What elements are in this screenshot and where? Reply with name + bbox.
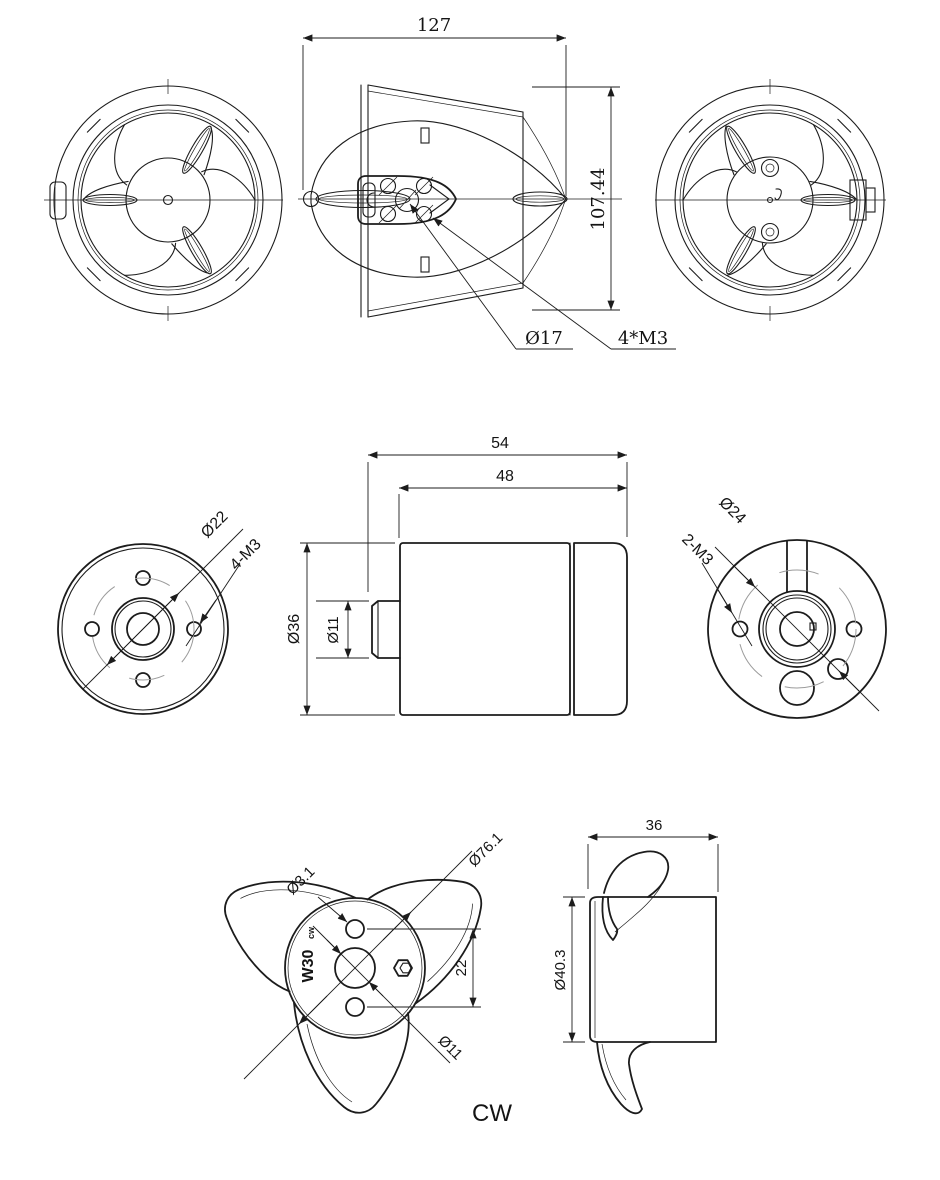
dim-line-prop-diameter — [243, 850, 473, 1080]
dim-overall-height: 107.44 — [588, 168, 609, 231]
motor-rear-face — [707, 539, 887, 719]
dim-body-diameter: Ø36 — [286, 614, 303, 644]
shaft-boss — [371, 600, 401, 659]
propeller-side-view: 36 Ø40.3 — [552, 817, 719, 1115]
motor-body — [399, 542, 571, 716]
dim-hub-diameter: Ø40.3 — [552, 950, 569, 991]
dim-overall-length: 127 — [417, 15, 451, 36]
propeller-blade — [761, 180, 857, 276]
bolt-circle-phantom — [737, 569, 857, 689]
hub-screw — [760, 158, 780, 178]
dim-hub-length: 36 — [646, 817, 663, 834]
motor-face — [57, 543, 229, 715]
prop-hub-side — [589, 896, 717, 1043]
mount-hole — [379, 177, 397, 195]
m3-hole — [731, 620, 749, 638]
mount-hole — [379, 205, 397, 223]
dim-prop-bore: Ø11 — [435, 1032, 466, 1063]
dim-pin-hole: Ø3.1 — [283, 863, 318, 898]
propeller-blade — [293, 1002, 410, 1114]
thruster-front-view — [44, 79, 283, 321]
dim-total-length: 54 — [491, 435, 509, 452]
prop-hub — [284, 897, 426, 1039]
dim-rear-bolt-circle: Ø24 — [715, 494, 748, 527]
cable-tab — [49, 181, 67, 220]
motor-front-view: Ø22 4-M3 — [57, 508, 265, 715]
blade-top — [603, 850, 670, 898]
propeller-front-view: W30 cw Ø76.1 Ø3.1 Ø11 22 CW — [201, 829, 512, 1127]
rotation-direction-label: CW — [472, 1100, 512, 1127]
hub-marking: W30 — [300, 949, 317, 982]
hub-marking-suffix: cw — [306, 926, 316, 939]
dim-body-length: 48 — [496, 468, 514, 485]
dim-shaft-boss-diameter: Ø11 — [325, 616, 342, 643]
motor-rear-view: Ø24 2-M3 — [678, 494, 887, 719]
bolt-circle-phantom — [91, 577, 195, 681]
hex-nut-icon — [393, 959, 413, 977]
blade-bottom — [596, 1041, 651, 1115]
pin-hole — [345, 997, 365, 1017]
dim-front-bolt-circle: Ø22 — [198, 508, 231, 541]
mount-hole — [415, 205, 433, 223]
rear-boss — [758, 590, 836, 668]
dim-prop-diameter: Ø76.1 — [465, 829, 506, 870]
hub-spindle — [310, 120, 567, 278]
thruster-rear-view — [655, 79, 886, 321]
prop-bore — [334, 947, 376, 989]
front-boss — [111, 597, 175, 661]
rear-bore — [779, 611, 815, 647]
leader-mount-holes — [432, 217, 612, 350]
dim-rear-mount-holes: 2-M3 — [678, 531, 716, 569]
propeller-blade — [82, 180, 177, 276]
pin-hole — [345, 919, 365, 939]
mount-pod — [357, 175, 457, 225]
m3-hole — [845, 620, 863, 638]
dim-mount-holes: 4*M3 — [618, 328, 668, 349]
nose-tip — [302, 190, 320, 208]
mount-hole — [415, 177, 433, 195]
leader-pin-hole — [317, 896, 348, 923]
shaft-hole — [394, 187, 420, 213]
dim-front-mount-holes: 4-M3 — [227, 536, 265, 574]
dim-shaft-hole: Ø17 — [525, 328, 563, 349]
shaft-bore — [126, 612, 160, 646]
m3-hole — [84, 621, 100, 637]
large-hole — [779, 670, 815, 706]
motor-side-view: 54 48 Ø36 Ø11 — [286, 435, 628, 716]
leader-shaft-hole — [409, 203, 517, 350]
dim-pin-spacing: 22 — [453, 960, 470, 977]
hub-screw — [760, 222, 780, 242]
motor-end-cap — [573, 542, 628, 716]
medium-hole — [827, 658, 849, 680]
thruster-side-view: 127 107.44 Ø17 4*M3 — [298, 15, 676, 350]
